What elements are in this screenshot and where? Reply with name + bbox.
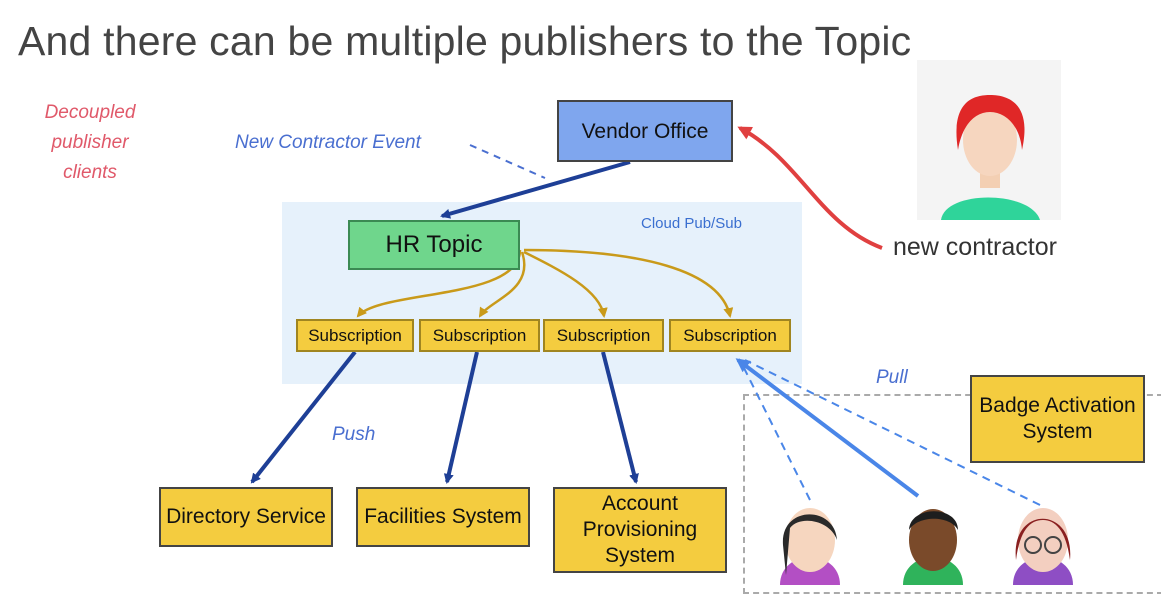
account-provisioning-node: Account Provisioning System — [553, 487, 727, 573]
push-to-facilities-arrow — [443, 351, 479, 484]
page-title: And there can be multiple publishers to … — [18, 18, 912, 64]
push-to-account-arrow — [601, 351, 639, 484]
pull-line-solid — [735, 358, 920, 498]
subscription-node-1: Subscription — [296, 319, 414, 352]
facilities-system-node: Facilities System — [356, 487, 530, 547]
pull-line-left — [741, 363, 811, 501]
contractor-avatar — [917, 60, 1061, 220]
cloud-pubsub-label: Cloud Pub/Sub — [641, 215, 742, 232]
vendor-to-topic-arrow — [440, 160, 631, 219]
decoupled-publisher-note: Decoupled publisher clients — [44, 102, 136, 183]
event-dashed-line — [469, 144, 546, 179]
pull-user-1-avatar — [780, 508, 840, 585]
subscription-node-4: Subscription — [669, 319, 791, 352]
pull-user-3-avatar — [1013, 508, 1073, 585]
push-label: Push — [332, 424, 376, 445]
pull-user-2-avatar — [903, 509, 963, 585]
pull-line-right — [744, 359, 1041, 506]
hr-topic-node: HR Topic — [348, 220, 520, 270]
topic-to-sub3-arrow — [523, 250, 608, 318]
topic-to-sub4-arrow — [523, 248, 734, 318]
subscription-node-3: Subscription — [543, 319, 664, 352]
directory-service-node: Directory Service — [159, 487, 333, 547]
new-contractor-label: new contractor — [893, 233, 1057, 261]
vendor-office-node: Vendor Office — [557, 100, 733, 162]
pull-label: Pull — [876, 367, 908, 388]
topic-to-sub2-arrow — [478, 251, 526, 318]
new-contractor-event-label: New Contractor Event — [235, 132, 421, 153]
badge-activation-node: Badge Activation System — [970, 375, 1145, 463]
push-to-directory-arrow — [250, 350, 357, 484]
subscription-node-2: Subscription — [419, 319, 540, 352]
contractor-to-vendor-arrow — [737, 126, 883, 250]
